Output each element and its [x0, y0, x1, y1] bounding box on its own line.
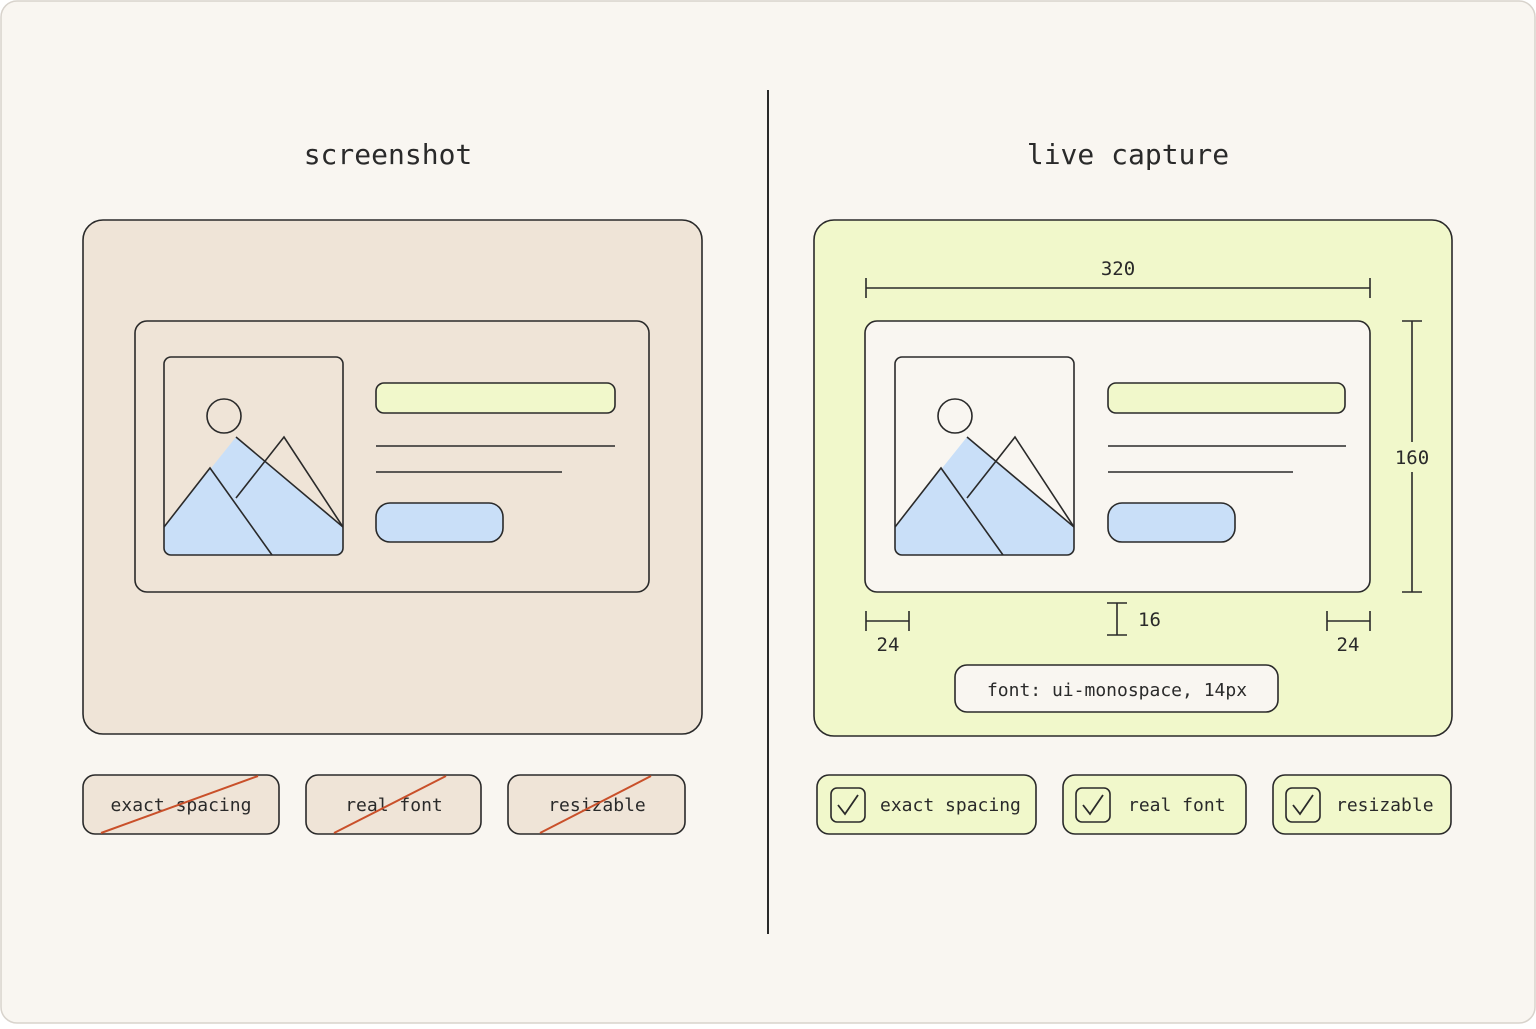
title-bar-placeholder [1107, 382, 1346, 414]
button-placeholder [375, 502, 504, 543]
left-title: screenshot [304, 138, 473, 171]
pill-label: real font [1128, 795, 1226, 816]
right-title: live capture [1027, 138, 1229, 171]
padding-left-label: 24 [877, 634, 900, 656]
gap-label: 16 [1138, 609, 1161, 631]
strike-line [100, 775, 259, 834]
padding-right-dimension: 24 [1326, 611, 1371, 656]
button-placeholder [1107, 502, 1236, 543]
right-pill-real-font: real font [1062, 774, 1247, 835]
strike-line [539, 775, 652, 834]
width-dimension: 320 [865, 258, 1371, 298]
title-bar-placeholder [375, 382, 616, 414]
height-label: 160 [1395, 447, 1429, 469]
pill-label: real font [345, 795, 443, 816]
padding-left-dimension: 24 [865, 611, 910, 656]
left-pill-real-font: real font [305, 774, 482, 835]
left-pill-exact-spacing: exact spacing [82, 774, 280, 835]
pill-label: resizable [548, 795, 646, 816]
font-label: font: ui-monospace, 14px [987, 680, 1247, 701]
pill-label: exact spacing [880, 795, 1021, 816]
left-pill-resizable: resizable [507, 774, 686, 835]
width-label: 320 [1101, 258, 1135, 280]
right-pill-resizable: resizable [1272, 774, 1452, 835]
checkmark-icon [1285, 787, 1321, 823]
right-pill-exact-spacing: exact spacing [816, 774, 1037, 835]
height-dimension: 160 [1392, 320, 1432, 593]
screenshot-card [134, 320, 650, 593]
pill-label: resizable [1336, 795, 1434, 816]
pill-label: exact spacing [111, 795, 252, 816]
font-label-pill: font: ui-monospace, 14px [954, 664, 1279, 713]
live-card [864, 320, 1371, 593]
padding-right-label: 24 [1337, 634, 1360, 656]
gap-dimension: 16 [1107, 602, 1161, 636]
screenshot-frame [82, 219, 703, 735]
card-outline [134, 320, 650, 593]
checkmark-icon [830, 787, 866, 823]
strike-line [333, 775, 447, 834]
image-placeholder-icon [894, 356, 1075, 556]
checkmark-icon [1075, 787, 1111, 823]
image-placeholder-icon [163, 356, 344, 556]
